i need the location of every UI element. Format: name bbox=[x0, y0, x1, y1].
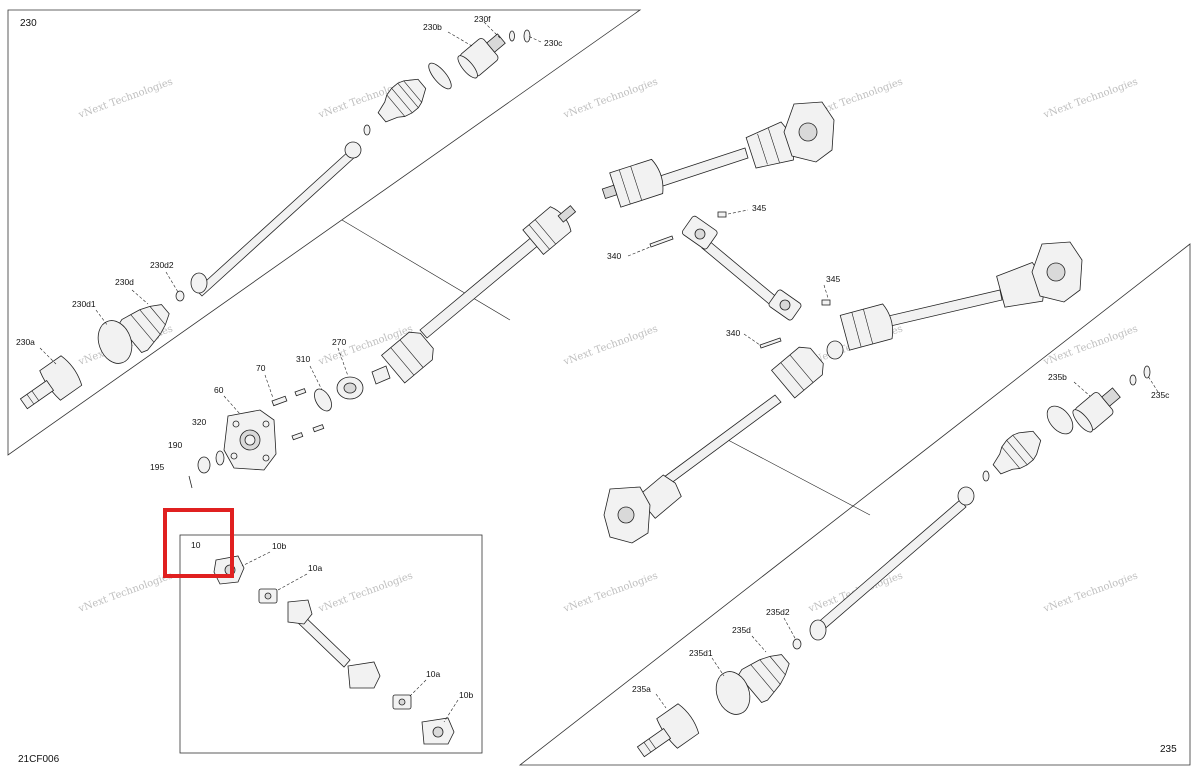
callout-320: 320 bbox=[192, 417, 206, 427]
rear-drive-shaft-lower bbox=[603, 241, 1083, 544]
callout-235c: 235c bbox=[1151, 390, 1170, 400]
svg-text:vNext Technologies: vNext Technologies bbox=[561, 324, 659, 369]
propeller-shaft-10 bbox=[213, 551, 459, 745]
callout-310: 310 bbox=[296, 354, 310, 364]
drawing-code: 21CF006 bbox=[18, 754, 60, 765]
callout-10b-bottom: 10b bbox=[459, 690, 473, 700]
callout-230d1: 230d1 bbox=[72, 299, 96, 309]
callout-labels: 230 235 21CF006 230b 230f 230c 230d2 230… bbox=[16, 14, 1177, 765]
svg-text:vNext Technologies: vNext Technologies bbox=[316, 571, 414, 616]
divider-line bbox=[341, 219, 511, 321]
rear-shaft-frame bbox=[518, 243, 1191, 766]
callout-235d1: 235d1 bbox=[689, 648, 713, 658]
svg-text:vNext Technologies: vNext Technologies bbox=[76, 571, 174, 616]
callout-345-top: 345 bbox=[752, 203, 766, 213]
callout-10a-bottom: 10a bbox=[426, 669, 440, 679]
callout-195: 195 bbox=[150, 462, 164, 472]
callout-230a: 230a bbox=[16, 337, 35, 347]
rear-drive-shaft-upper bbox=[601, 101, 835, 208]
callout-230b: 230b bbox=[423, 22, 442, 32]
highlight-box[interactable] bbox=[163, 508, 234, 578]
callout-235d: 235d bbox=[732, 625, 751, 635]
callout-230d: 230d bbox=[115, 277, 134, 287]
propeller-shaft-frame bbox=[179, 534, 483, 754]
callout-10a-top: 10a bbox=[308, 563, 322, 573]
callout-235a: 235a bbox=[632, 684, 651, 694]
svg-text:vNext Technologies: vNext Technologies bbox=[561, 77, 659, 122]
callout-70: 70 bbox=[256, 363, 266, 373]
svg-text:vNext Technologies: vNext Technologies bbox=[1041, 324, 1139, 369]
wheel-hub-group bbox=[188, 347, 364, 489]
svg-text:vNext Technologies: vNext Technologies bbox=[76, 77, 174, 122]
svg-text:vNext Technologies: vNext Technologies bbox=[1041, 77, 1139, 122]
svg-text:vNext Technologies: vNext Technologies bbox=[561, 571, 659, 616]
callout-270: 270 bbox=[332, 337, 346, 347]
callout-230f: 230f bbox=[474, 14, 491, 24]
watermark-group: vNext Technologies vNext Technologies vN… bbox=[76, 77, 1139, 616]
callout-230c: 230c bbox=[544, 38, 563, 48]
divider-line-2 bbox=[727, 439, 871, 516]
callout-60: 60 bbox=[214, 385, 224, 395]
section-label-230: 230 bbox=[20, 18, 37, 29]
callout-235d2: 235d2 bbox=[766, 607, 790, 617]
rear-drive-shaft-235 bbox=[636, 365, 1151, 758]
callout-10b-top: 10b bbox=[272, 541, 286, 551]
propeller-shaft-340 bbox=[627, 209, 831, 349]
callout-340-top: 340 bbox=[607, 251, 621, 261]
callout-345-bottom: 345 bbox=[826, 274, 840, 284]
leader-lines bbox=[39, 21, 1159, 709]
callout-230d2: 230d2 bbox=[150, 260, 174, 270]
center-drive-shaft-upper bbox=[371, 205, 577, 385]
callout-190: 190 bbox=[168, 440, 182, 450]
front-shaft-frame bbox=[7, 9, 642, 456]
front-drive-shaft-230 bbox=[19, 29, 531, 410]
section-label-235: 235 bbox=[1160, 744, 1177, 755]
svg-text:vNext Technologies: vNext Technologies bbox=[1041, 571, 1139, 616]
callout-340-bottom: 340 bbox=[726, 328, 740, 338]
callout-10: 10 bbox=[191, 540, 201, 550]
callout-235b: 235b bbox=[1048, 372, 1067, 382]
